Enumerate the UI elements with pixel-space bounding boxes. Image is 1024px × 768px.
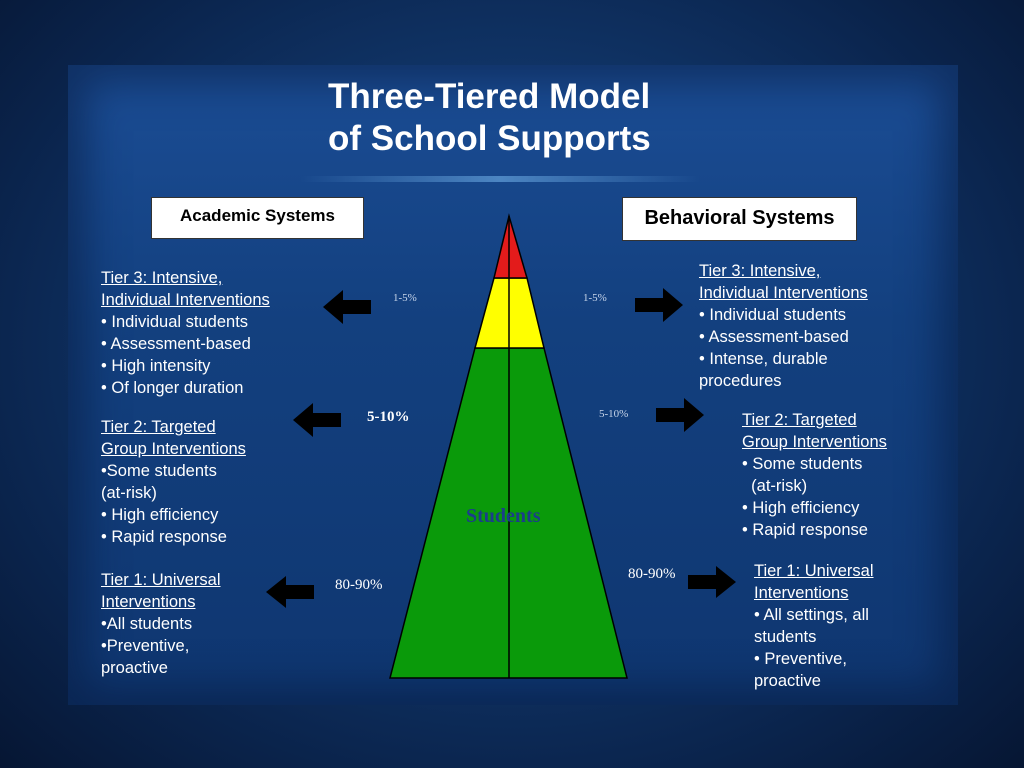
academic-tier1-bullet: •Preventive, bbox=[101, 637, 190, 655]
arrow-left-icon bbox=[266, 576, 314, 608]
behavioral-tier3-bullet: procedures bbox=[699, 372, 782, 390]
behavioral-tier2: Tier 2: Targeted Group Interventions • S… bbox=[742, 409, 887, 541]
title-divider bbox=[300, 176, 700, 182]
behavioral-systems-box: Behavioral Systems bbox=[622, 197, 857, 241]
academic-tier3-bullet: • Assessment-based bbox=[101, 335, 251, 353]
pct-top-right: 1-5% bbox=[583, 292, 607, 304]
behavioral-tier3-heading-1: Tier 3: Intensive, bbox=[699, 262, 821, 280]
academic-tier3-bullet: • Of longer duration bbox=[101, 379, 244, 397]
pct-mid-right: 5-10% bbox=[599, 408, 629, 420]
academic-tier2: Tier 2: Targeted Group Interventions •So… bbox=[101, 416, 246, 548]
behavioral-tier1-heading-2: Interventions bbox=[754, 584, 849, 602]
behavioral-tier2-bullet: • High efficiency bbox=[742, 499, 860, 517]
arrow-right-icon bbox=[688, 566, 736, 598]
slide-title: Three-Tiered Model of School Supports bbox=[328, 76, 748, 160]
behavioral-tier3-bullet: • Intense, durable bbox=[699, 350, 828, 368]
arrow-left-icon bbox=[293, 403, 341, 437]
behavioral-tier1-bullet: • Preventive, bbox=[754, 650, 847, 668]
behavioral-tier3-bullet: • Assessment-based bbox=[699, 328, 849, 346]
title-line-1: Three-Tiered Model bbox=[328, 77, 651, 116]
pct-low-left: 80-90% bbox=[335, 577, 383, 593]
academic-tier1-bullet: •All students bbox=[101, 615, 193, 633]
arrow-left-icon bbox=[323, 290, 371, 324]
academic-tier2-bullet: • High efficiency bbox=[101, 506, 219, 524]
behavioral-tier2-heading-2: Group Interventions bbox=[742, 433, 887, 451]
academic-tier2-bullet: •Some students bbox=[101, 462, 217, 480]
pct-top-left: 1-5% bbox=[393, 292, 417, 304]
behavioral-tier1-bullet: students bbox=[754, 628, 817, 646]
academic-tier1-heading-2: Interventions bbox=[101, 593, 196, 611]
academic-tier3: Tier 3: Intensive, Individual Interventi… bbox=[101, 267, 270, 399]
academic-tier3-bullet: • High intensity bbox=[101, 357, 211, 375]
pct-low-right: 80-90% bbox=[628, 566, 676, 582]
behavioral-tier2-bullet: • Rapid response bbox=[742, 521, 868, 539]
behavioral-tier3: Tier 3: Intensive, Individual Interventi… bbox=[699, 260, 868, 392]
pyramid-students-label: Students bbox=[466, 505, 541, 527]
academic-tier2-heading-2: Group Interventions bbox=[101, 440, 246, 458]
behavioral-tier1-bullet: • All settings, all bbox=[754, 606, 869, 624]
academic-tier1: Tier 1: Universal Interventions •All stu… bbox=[101, 569, 221, 679]
academic-tier3-heading-1: Tier 3: Intensive, bbox=[101, 269, 223, 287]
pct-mid-left: 5-10% bbox=[367, 409, 410, 425]
pyramid-tier3-intensive bbox=[493, 213, 528, 279]
behavioral-tier1-bullet: proactive bbox=[754, 672, 821, 690]
academic-tier2-heading-1: Tier 2: Targeted bbox=[101, 418, 216, 436]
arrow-right-icon bbox=[635, 288, 683, 322]
academic-tier1-bullet: proactive bbox=[101, 659, 168, 677]
academic-tier1-heading-1: Tier 1: Universal bbox=[101, 571, 221, 589]
title-line-2: of School Supports bbox=[328, 119, 651, 158]
behavioral-tier3-bullet: • Individual students bbox=[699, 306, 847, 324]
academic-systems-box: Academic Systems bbox=[151, 197, 364, 239]
behavioral-tier3-heading-2: Individual Interventions bbox=[699, 284, 868, 302]
arrow-right-icon bbox=[656, 398, 704, 432]
behavioral-tier2-bullet: (at-risk) bbox=[742, 477, 808, 495]
academic-tier3-bullet: • Individual students bbox=[101, 313, 249, 331]
behavioral-tier1: Tier 1: Universal Interventions • All se… bbox=[754, 560, 874, 692]
academic-tier2-bullet: (at-risk) bbox=[101, 484, 157, 502]
behavioral-tier1-heading-1: Tier 1: Universal bbox=[754, 562, 874, 580]
behavioral-tier2-bullet: • Some students bbox=[742, 455, 863, 473]
academic-tier3-heading-2: Individual Interventions bbox=[101, 291, 270, 309]
academic-tier2-bullet: • Rapid response bbox=[101, 528, 227, 546]
behavioral-tier2-heading-1: Tier 2: Targeted bbox=[742, 411, 857, 429]
